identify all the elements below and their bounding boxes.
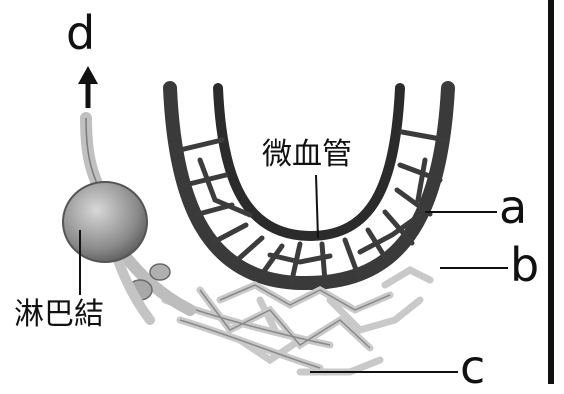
small-lymph-node	[150, 264, 170, 280]
diagram-canvas: d a b c 微血管 淋巴結	[0, 0, 564, 384]
label-c: c	[460, 344, 485, 390]
lymph-node-label: 淋巴結	[14, 300, 104, 330]
label-b: b	[510, 242, 539, 288]
lymph-node	[63, 182, 147, 262]
capillary-label: 微血管	[262, 140, 352, 170]
label-a: a	[499, 184, 527, 230]
arrow-up-icon	[78, 66, 98, 108]
label-d: d	[66, 10, 95, 56]
leader-line-capillary	[316, 175, 318, 238]
frame-border	[548, 0, 554, 384]
